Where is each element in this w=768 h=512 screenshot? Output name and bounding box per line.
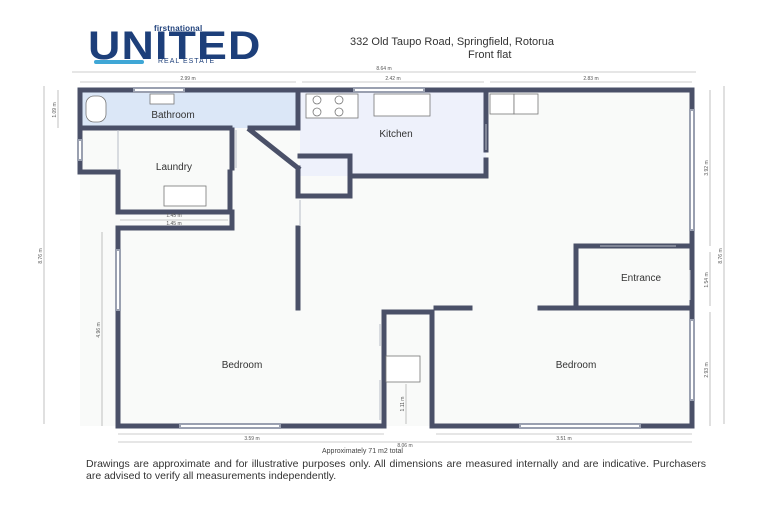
plan-subtitle: Front flat [468,49,512,61]
dim-overall-right: 8.76 m [718,248,724,263]
dim-bathroom-height: 1.09 m [52,102,58,117]
logo-swoosh [94,60,144,64]
dim-entrance-height: 1.54 m [704,272,710,287]
disclaimer: Drawings are approximate and for illustr… [86,458,706,482]
brand-firstnational: firstnational [154,24,203,33]
dim-overall-left: 8.76 m [38,248,44,263]
dim-bedroom-left-width: 3.59 m [244,436,259,442]
sink-icon [373,93,431,117]
basin-icon [149,93,175,105]
laundry-tub-icon [163,185,207,207]
dim-overall-bottom: 8.06 m [397,443,412,449]
dim-bedroom-right-height: 2.93 m [704,362,710,377]
toilet-icon [85,95,107,123]
brand-united: UNITED [88,24,262,68]
dim-kitchen-width: 2.42 m [385,76,400,82]
door-openings [117,124,691,420]
room-label-kitchen: Kitchen [379,129,412,140]
room-label-bedroom-right: Bedroom [556,360,597,371]
room-label-bathroom: Bathroom [151,110,194,121]
dim-right-width: 2.83 m [583,76,598,82]
united-logo: firstnational UNITED REAL ESTATE [88,20,320,70]
dim-hall-width: 1.11 m [400,397,406,412]
total-area: Approximately 71 m2 total [322,448,403,455]
dim-laundry-w1: 1.45 m [166,213,181,219]
dim-overall-top: 8.64 m [376,66,391,72]
dim-bedroom-left-height: 4.96 m [96,322,102,337]
room-label-entrance: Entrance [621,273,661,284]
dim-bedroom-right-width: 3.51 m [556,436,571,442]
brand-real-estate: REAL ESTATE [158,58,216,65]
bathroom-floor [80,90,298,128]
fixtures [85,93,539,383]
dim-laundry-w2: 1.45 m [166,221,181,227]
room-label-bedroom-left: Bedroom [222,360,263,371]
dim-bathroom-width: 2.99 m [180,76,195,82]
room-label-laundry: Laundry [156,162,192,173]
dim-right-upper: 3.92 m [704,160,710,175]
property-address: 332 Old Taupo Road, Springfield, Rotorua [350,36,555,48]
windows [77,87,695,429]
fridge-icon [489,93,515,115]
cupboard-icon [385,355,421,383]
